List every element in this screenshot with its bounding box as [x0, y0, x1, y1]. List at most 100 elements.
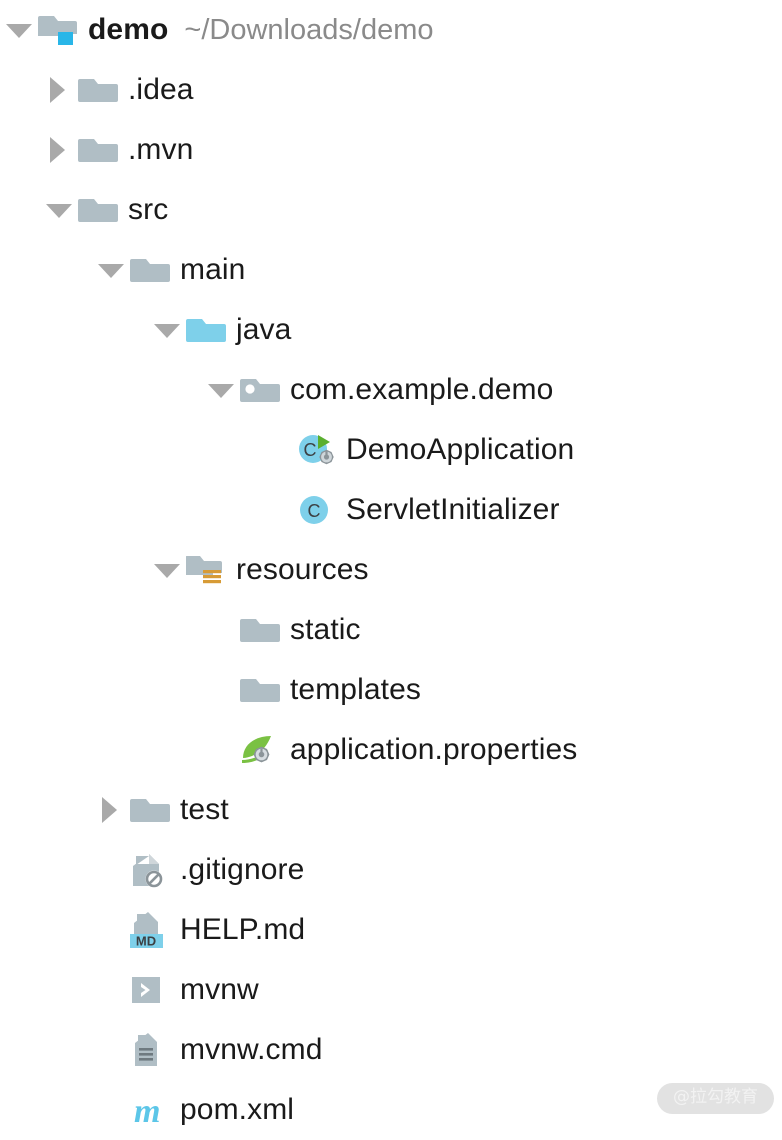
tree-row-package[interactable]: com.example.demo — [0, 360, 782, 420]
resources-root-folder-icon — [186, 550, 232, 590]
tree-indent — [0, 1110, 92, 1111]
folder-icon — [240, 610, 286, 650]
twisty-placeholder — [92, 855, 130, 885]
tree-item-label: test — [180, 793, 229, 826]
tree-indent — [0, 330, 148, 331]
twisty-placeholder — [202, 735, 240, 765]
tree-row-demo[interactable]: demo ~/Downloads/demo — [0, 0, 782, 60]
tree-item-label: static — [290, 613, 361, 646]
module-folder-icon — [38, 10, 84, 50]
folder-icon — [78, 190, 124, 230]
tree-indent — [0, 150, 40, 151]
tree-item-label: .gitignore — [180, 853, 305, 886]
twisty-placeholder — [202, 615, 240, 645]
tree-indent — [0, 870, 92, 871]
tree-row-demoapplication[interactable]: C DemoApplication — [0, 420, 782, 480]
tree-indent — [0, 90, 40, 91]
spring-properties-icon — [240, 730, 286, 770]
folder-icon — [78, 130, 124, 170]
tree-row-servletinitializer[interactable]: C ServletInitializer — [0, 480, 782, 540]
package-icon — [240, 370, 286, 410]
tree-row-src[interactable]: src — [0, 180, 782, 240]
tree-row-idea[interactable]: .idea — [0, 60, 782, 120]
chevron-down-icon[interactable] — [148, 555, 186, 585]
tree-row-applicationproperties[interactable]: application.properties — [0, 720, 782, 780]
tree-item-path: ~/Downloads/demo — [184, 13, 434, 46]
folder-icon — [130, 790, 176, 830]
tree-indent — [0, 570, 148, 571]
tree-indent — [0, 750, 202, 751]
folder-icon — [130, 250, 176, 290]
tree-indent — [0, 1050, 92, 1051]
tree-item-label: HELP.md — [180, 913, 306, 946]
twisty-placeholder — [202, 675, 240, 705]
tree-item-label: src — [128, 193, 169, 226]
tree-indent — [0, 690, 202, 691]
tree-row-pomxml[interactable]: m pom.xml — [0, 1080, 782, 1140]
svg-text:m: m — [134, 1093, 160, 1130]
chevron-right-icon[interactable] — [40, 75, 78, 105]
tree-indent — [0, 210, 40, 211]
twisty-placeholder — [92, 1035, 130, 1065]
svg-text:C: C — [308, 501, 321, 521]
twisty-placeholder — [92, 1095, 130, 1125]
tree-indent — [0, 450, 258, 451]
tree-indent — [0, 510, 258, 511]
twisty-placeholder — [258, 435, 296, 465]
tree-item-label: java — [236, 313, 292, 346]
markdown-file-icon: MD — [130, 910, 176, 950]
chevron-right-icon[interactable] — [40, 135, 78, 165]
tree-row-test[interactable]: test — [0, 780, 782, 840]
folder-icon — [78, 70, 124, 110]
chevron-down-icon[interactable] — [40, 195, 78, 225]
chevron-right-icon[interactable] — [92, 795, 130, 825]
tree-indent — [0, 810, 92, 811]
svg-text:C: C — [304, 440, 317, 460]
tree-row-templates[interactable]: templates — [0, 660, 782, 720]
tree-row-helpmd[interactable]: MD HELP.md — [0, 900, 782, 960]
java-class-icon: C — [296, 490, 342, 530]
tree-item-label: mvnw.cmd — [180, 1033, 323, 1066]
tree-indent — [0, 390, 202, 391]
watermark-label: @拉勾教育 — [673, 1087, 758, 1107]
tree-item-label: ServletInitializer — [346, 493, 560, 526]
twisty-placeholder — [92, 915, 130, 945]
tree-item-label: DemoApplication — [346, 433, 575, 466]
tree-item-label: com.example.demo — [290, 373, 554, 406]
tree-row-static[interactable]: static — [0, 600, 782, 660]
tree-item-label: main — [180, 253, 246, 286]
tree-indent — [0, 930, 92, 931]
tree-item-label: application.properties — [290, 733, 578, 766]
chevron-down-icon[interactable] — [148, 315, 186, 345]
tree-item-label: pom.xml — [180, 1093, 295, 1126]
source-root-folder-icon — [186, 310, 232, 350]
tree-row-gitignore[interactable]: .gitignore — [0, 840, 782, 900]
gitignore-file-icon — [130, 850, 176, 890]
watermark-badge: @拉勾教育 — [657, 1083, 774, 1114]
chevron-down-icon[interactable] — [92, 255, 130, 285]
tree-item-label: mvnw — [180, 973, 259, 1006]
tree-item-label: .mvn — [128, 133, 194, 166]
tree-row-mvn[interactable]: .mvn — [0, 120, 782, 180]
tree-indent — [0, 630, 202, 631]
chevron-down-icon[interactable] — [0, 15, 38, 45]
tree-item-label: .idea — [128, 73, 194, 106]
tree-indent — [0, 270, 92, 271]
shell-script-icon — [130, 970, 176, 1010]
maven-pom-icon: m — [130, 1090, 176, 1130]
java-class-runnable-config-icon: C — [296, 430, 342, 470]
tree-indent — [0, 990, 92, 991]
tree-item-label: demo — [88, 13, 169, 46]
svg-text:MD: MD — [136, 934, 156, 949]
folder-icon — [240, 670, 286, 710]
tree-row-mvnwcmd[interactable]: mvnw.cmd — [0, 1020, 782, 1080]
tree-item-label: resources — [236, 553, 369, 586]
tree-row-resources[interactable]: resources — [0, 540, 782, 600]
tree-item-label: templates — [290, 673, 421, 706]
chevron-down-icon[interactable] — [202, 375, 240, 405]
tree-row-mvnw[interactable]: mvnw — [0, 960, 782, 1020]
tree-row-java[interactable]: java — [0, 300, 782, 360]
tree-row-main[interactable]: main — [0, 240, 782, 300]
text-file-icon — [130, 1030, 176, 1070]
